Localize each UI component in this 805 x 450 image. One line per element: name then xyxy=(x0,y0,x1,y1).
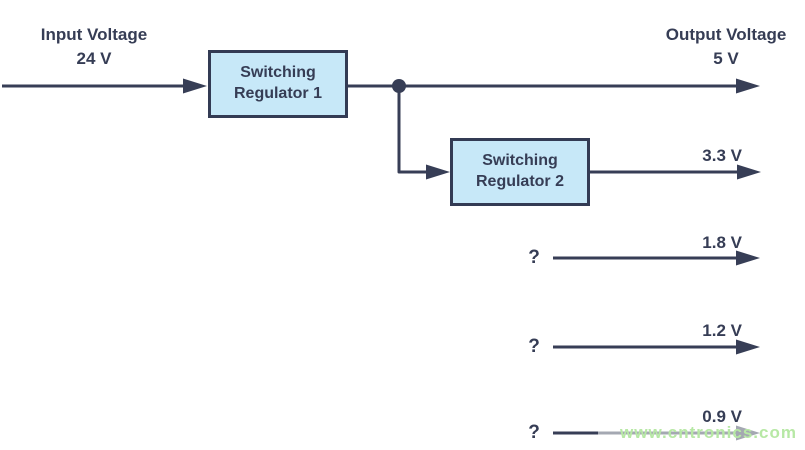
voltage-label-3v3: 3.3 V xyxy=(702,146,742,165)
voltage-label-1v2: 1.2 V xyxy=(702,321,742,340)
output-voltage-value: 5 V xyxy=(713,49,739,69)
watermark-backdrop xyxy=(598,419,805,448)
input-arrow xyxy=(2,78,207,94)
output-5v-arrow xyxy=(348,78,760,94)
output-voltage-label: Output Voltage xyxy=(665,25,787,44)
watermark-text: www.cntronics.com xyxy=(620,423,797,442)
regulator1-line1: Switching xyxy=(240,64,316,82)
question-mark-1: ? xyxy=(528,247,540,268)
switching-regulator-1-block: Switching Regulator 1 xyxy=(208,50,348,118)
voltage-label-1v8: 1.8 V xyxy=(702,233,742,252)
question-mark-2: ? xyxy=(528,336,540,357)
regulator2-line1: Switching xyxy=(482,152,558,170)
question-mark-3: ? xyxy=(528,422,540,443)
switching-regulator-2-block: Switching Regulator 2 xyxy=(450,138,590,206)
unknown-arrow-2 xyxy=(553,339,760,355)
input-voltage-header: Input Voltage 24 V xyxy=(33,23,155,71)
branch-arrow xyxy=(397,86,450,180)
regulator2-line2: Regulator 2 xyxy=(475,173,564,190)
regulator1-line2: Regulator 1 xyxy=(233,85,322,102)
output-voltage-header: Output Voltage 5 V xyxy=(647,23,805,71)
input-voltage-label: Input Voltage xyxy=(40,25,148,44)
input-voltage-value: 24 V xyxy=(76,49,112,69)
output-3v3-arrow xyxy=(590,164,761,180)
unknown-arrow-1 xyxy=(553,250,760,266)
voltage-label-0v9: 0.9 V xyxy=(702,407,742,426)
